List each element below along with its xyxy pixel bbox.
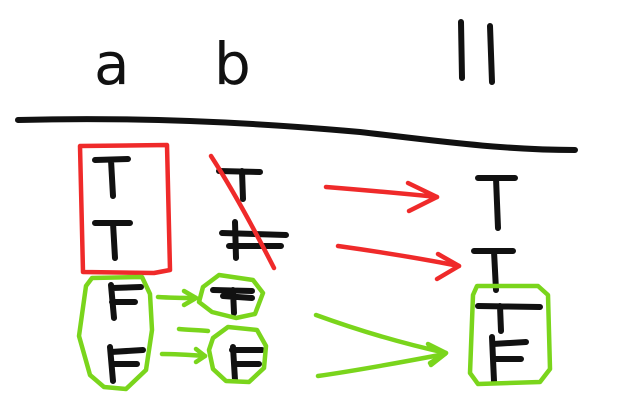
column-a-value-3-f — [108, 282, 144, 321]
header-label-or — [458, 19, 495, 85]
result-value-3-t — [475, 303, 543, 334]
green-arrow-row-3 — [155, 288, 199, 308]
red-strike-column-b — [208, 153, 277, 271]
green-connector-column-a-to-b — [176, 326, 211, 334]
green-box-column-b-row-3 — [196, 272, 266, 321]
green-box-column-b-row-4 — [206, 324, 269, 385]
green-arrow-row-4 — [159, 346, 208, 365]
green-arrow-lower-result — [315, 344, 448, 379]
red-arrow-row-1 — [323, 180, 440, 214]
result-value-1-t — [475, 175, 518, 231]
red-arrow-row-2 — [335, 243, 462, 282]
green-box-column-a-false-rows — [76, 274, 155, 392]
header-label-b: b — [214, 30, 251, 98]
column-a-value-2-t — [92, 220, 133, 261]
green-box-result-false-rows — [467, 283, 553, 387]
column-b-value-1-t — [216, 168, 263, 202]
result-value-4-f — [489, 334, 529, 384]
result-value-2-t — [471, 248, 516, 293]
header-divider — [15, 116, 578, 153]
column-b-value-4-f — [229, 344, 265, 383]
column-a-value-1-t — [92, 156, 131, 199]
red-box-column-a — [77, 142, 173, 276]
header-label-a: a — [94, 30, 130, 98]
column-b-value-3-t — [210, 287, 255, 316]
column-a-value-4-f — [107, 344, 146, 384]
